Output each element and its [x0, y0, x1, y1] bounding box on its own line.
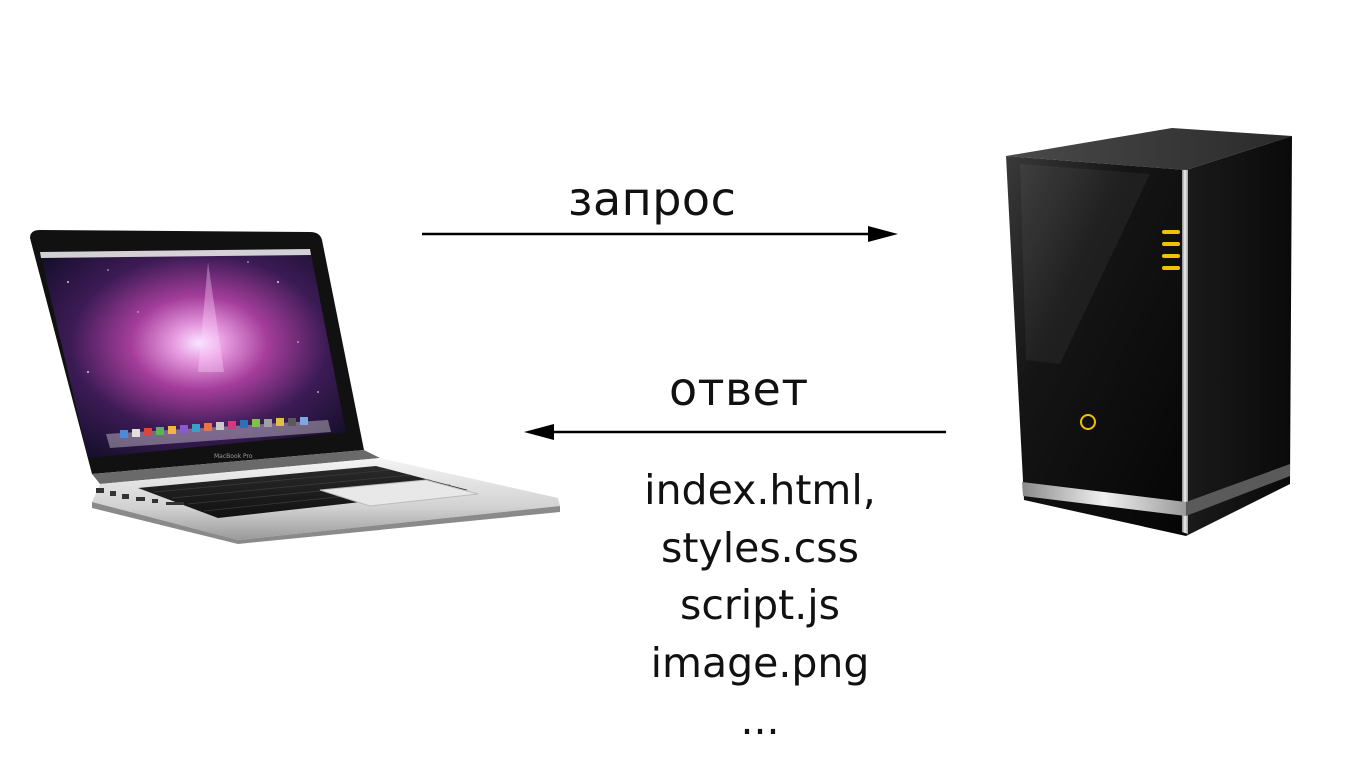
- response-file-list: index.html, styles.css script.js image.p…: [560, 462, 960, 750]
- request-arrow: [422, 226, 898, 242]
- file-item: script.js: [679, 581, 841, 629]
- request-label: запрос: [568, 172, 737, 226]
- file-item: ...: [740, 696, 780, 744]
- file-item: image.png: [650, 638, 870, 687]
- laptop-icon: MacBook Pro: [30, 230, 560, 544]
- response-arrow: [524, 424, 946, 440]
- file-item: styles.css: [661, 523, 859, 572]
- server-tower-icon: [1006, 128, 1292, 536]
- file-item: index.html,: [644, 466, 876, 514]
- laptop-brand-text: MacBook Pro: [214, 453, 253, 460]
- response-label: ответ: [669, 362, 809, 416]
